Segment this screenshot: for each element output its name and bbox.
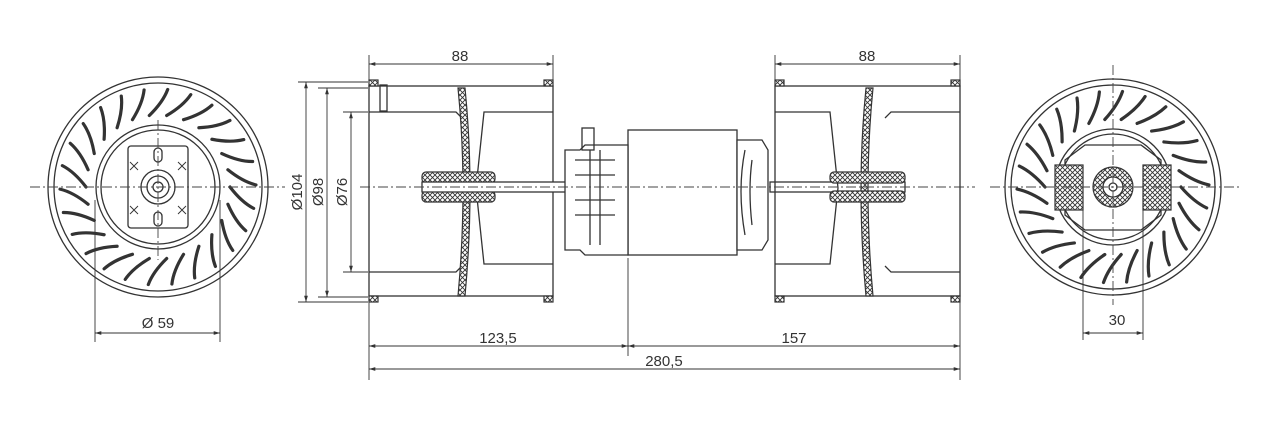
fan-blade xyxy=(68,141,90,172)
fan-blade xyxy=(226,202,248,233)
fan-blade xyxy=(1027,229,1064,236)
fan-blade xyxy=(1171,217,1188,251)
fan-blade xyxy=(1018,210,1055,221)
dim-hub-diameter: Ø 59 xyxy=(142,315,175,332)
left-fan-end-view xyxy=(30,76,285,342)
fan-blade xyxy=(226,168,258,187)
fan-blade xyxy=(1135,105,1168,126)
fan-blade xyxy=(1079,252,1107,280)
fan-blade xyxy=(146,256,169,287)
fan-blade xyxy=(1103,89,1125,122)
dim-inner-diameter: Ø76 xyxy=(334,178,351,206)
fan-blade xyxy=(81,122,96,156)
fan-blade xyxy=(170,252,186,286)
fan-blade xyxy=(84,244,119,256)
fan-blade xyxy=(1125,248,1139,284)
fan-blade xyxy=(165,93,193,118)
fan-blade xyxy=(1058,248,1091,269)
fan-blade xyxy=(210,137,246,143)
fan-blade xyxy=(1072,96,1080,133)
side-view-assembly xyxy=(298,55,975,380)
fan-blade xyxy=(1162,230,1171,267)
dim-outer-diameter: Ø104 xyxy=(289,174,306,211)
fan-blade xyxy=(1162,138,1199,145)
dim-housing-diameter: Ø98 xyxy=(310,178,327,206)
fan-blade xyxy=(1146,241,1154,278)
fan-blade xyxy=(70,231,106,237)
fan-blade xyxy=(220,218,235,252)
fan-blade xyxy=(60,164,88,189)
dim-motor-hub-width: 30 xyxy=(1109,312,1126,329)
fan-blade xyxy=(1025,142,1049,173)
dim-motor-to-right: 157 xyxy=(781,330,806,347)
fan-blade xyxy=(228,185,256,210)
fan-blade xyxy=(1017,164,1047,189)
fan-blade xyxy=(1179,185,1209,210)
fan-blade xyxy=(1101,252,1123,285)
dim-left-to-motor: 123,5 xyxy=(479,330,517,347)
fan-blade xyxy=(61,210,96,223)
fan-blade xyxy=(102,252,135,271)
fan-blade xyxy=(1177,201,1201,232)
fan-blade xyxy=(130,88,146,122)
fan-blade xyxy=(181,103,214,122)
dim-left-wheel-width: 88 xyxy=(452,48,469,65)
fan-blade xyxy=(192,244,201,280)
fan-blade xyxy=(209,233,218,269)
right-fan-end-view xyxy=(990,65,1240,340)
fan-blade xyxy=(98,105,107,141)
fan-blade xyxy=(1015,187,1049,205)
fan-blade xyxy=(58,187,90,206)
fan-blade xyxy=(1087,90,1101,126)
fan-blade xyxy=(1038,123,1055,157)
fan-blade xyxy=(1040,241,1076,254)
fan-blade xyxy=(220,151,255,164)
fan-blade xyxy=(123,256,151,281)
fan-blade xyxy=(1171,153,1208,164)
fan-blade xyxy=(197,118,232,130)
fan-blade xyxy=(1177,169,1211,187)
fan-blade xyxy=(1055,107,1064,144)
dim-overall-length: 280,5 xyxy=(645,353,683,370)
dim-right-wheel-width: 88 xyxy=(859,48,876,65)
fan-blade xyxy=(1150,120,1186,133)
fan-blade xyxy=(115,94,124,130)
fan-blade xyxy=(147,87,170,118)
fan-blade xyxy=(1119,94,1147,122)
